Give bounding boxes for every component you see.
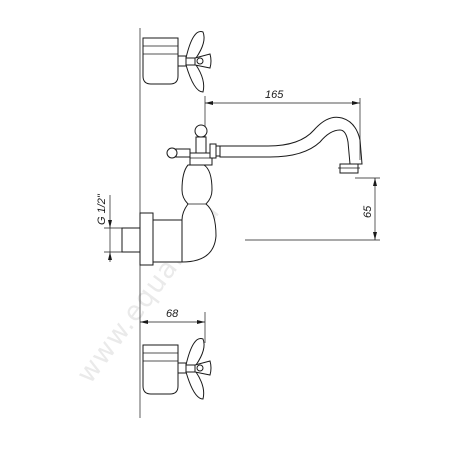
dimension-68: 68 [140, 308, 206, 343]
faucet-body [121, 124, 217, 266]
top-cross-handle [142, 31, 212, 93]
wall-flange [139, 212, 154, 266]
top-knob [194, 124, 208, 138]
bottom-cross-handle [142, 338, 212, 400]
spout [209, 116, 363, 174]
inlet-pipe [121, 227, 143, 253]
dimension-65-label: 65 [362, 205, 374, 218]
side-knob [166, 147, 178, 159]
dimension-thread: G 1/2" [96, 193, 122, 262]
dimension-65: 65 [245, 177, 380, 241]
dimension-68-label: 68 [166, 308, 179, 320]
dimension-165-label: 165 [265, 89, 284, 101]
spout-aerator [339, 163, 359, 174]
dimension-thread-label: G 1/2" [96, 193, 108, 225]
dimension-165: 165 [205, 89, 361, 160]
